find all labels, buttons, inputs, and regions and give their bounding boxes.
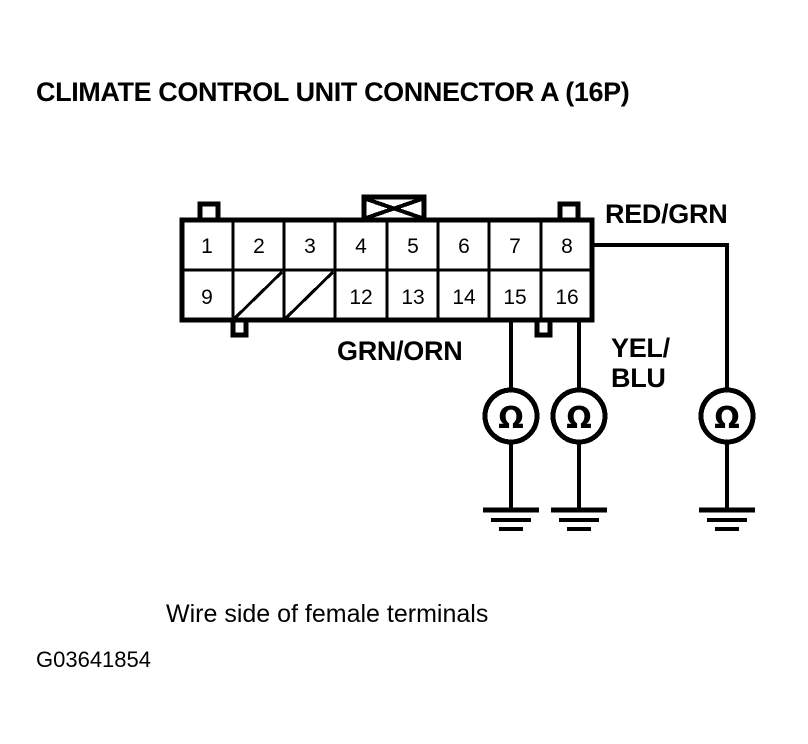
pin-label: 16 — [555, 286, 578, 309]
connector-top-row: 1 2 3 4 5 6 7 8 — [201, 235, 573, 258]
wire-label-red-grn: RED/GRN — [605, 199, 727, 229]
ground-3 — [699, 442, 755, 531]
pin-label: 9 — [201, 286, 213, 309]
wire-label-yel-blu-line2: BLU — [611, 363, 666, 393]
pin-label: 7 — [509, 235, 521, 258]
ohmmeter-3: Ω — [698, 387, 756, 445]
ohm-symbol: Ω — [498, 401, 524, 436]
ohmmeter-1: Ω — [482, 387, 540, 445]
wire-grn-orn: GRN/ORN — [337, 320, 513, 392]
wire-red-grn-path — [592, 243, 729, 392]
connector-block: 1 2 3 4 5 6 7 8 9 12 13 14 15 16 — [179, 194, 595, 338]
wire-yel-blu: YEL/ BLU — [577, 320, 671, 393]
ohm-symbol: Ω — [714, 401, 740, 436]
connector-tab-top-left — [197, 201, 221, 220]
connector-tab-top-center — [361, 194, 427, 223]
pin-label: 6 — [458, 235, 470, 258]
pin-label: 14 — [452, 286, 476, 309]
pin-label: 15 — [503, 286, 526, 309]
figure-caption: Wire side of female terminals — [166, 600, 488, 628]
pin-label: 1 — [201, 235, 213, 258]
ground-2 — [551, 442, 607, 531]
wire-label-yel-blu-line1: YEL/ — [611, 333, 671, 363]
wire-label-grn-orn: GRN/ORN — [337, 336, 462, 366]
pin-label: 4 — [355, 235, 367, 258]
connector-tab-bottom-right — [534, 320, 553, 338]
ohm-symbol: Ω — [566, 401, 592, 436]
blank-cavity-slash-11 — [284, 270, 335, 320]
pin-label: 8 — [561, 235, 573, 258]
pin-label: 2 — [253, 235, 265, 258]
connector-bottom-row: 9 12 13 14 15 16 — [201, 286, 579, 309]
pin-label: 12 — [349, 286, 372, 309]
connector-tab-bottom-left — [230, 320, 249, 338]
center-tab-x-stroke-2 — [365, 197, 423, 220]
ohmmeter-2: Ω — [550, 387, 608, 445]
figure-code: G03641854 — [36, 647, 151, 672]
pin-label: 5 — [407, 235, 419, 258]
wire-red-grn: RED/GRN — [592, 199, 729, 392]
ground-1 — [483, 442, 539, 531]
connector-cell-dividers — [231, 220, 543, 320]
connector-blank-cavity-marks — [233, 270, 335, 320]
blank-cavity-slash-10 — [233, 270, 284, 320]
connector-tab-top-right — [557, 201, 581, 220]
pin-label: 3 — [304, 235, 316, 258]
pin-label: 13 — [401, 286, 424, 309]
page-title: CLIMATE CONTROL UNIT CONNECTOR A (16P) — [36, 77, 629, 107]
